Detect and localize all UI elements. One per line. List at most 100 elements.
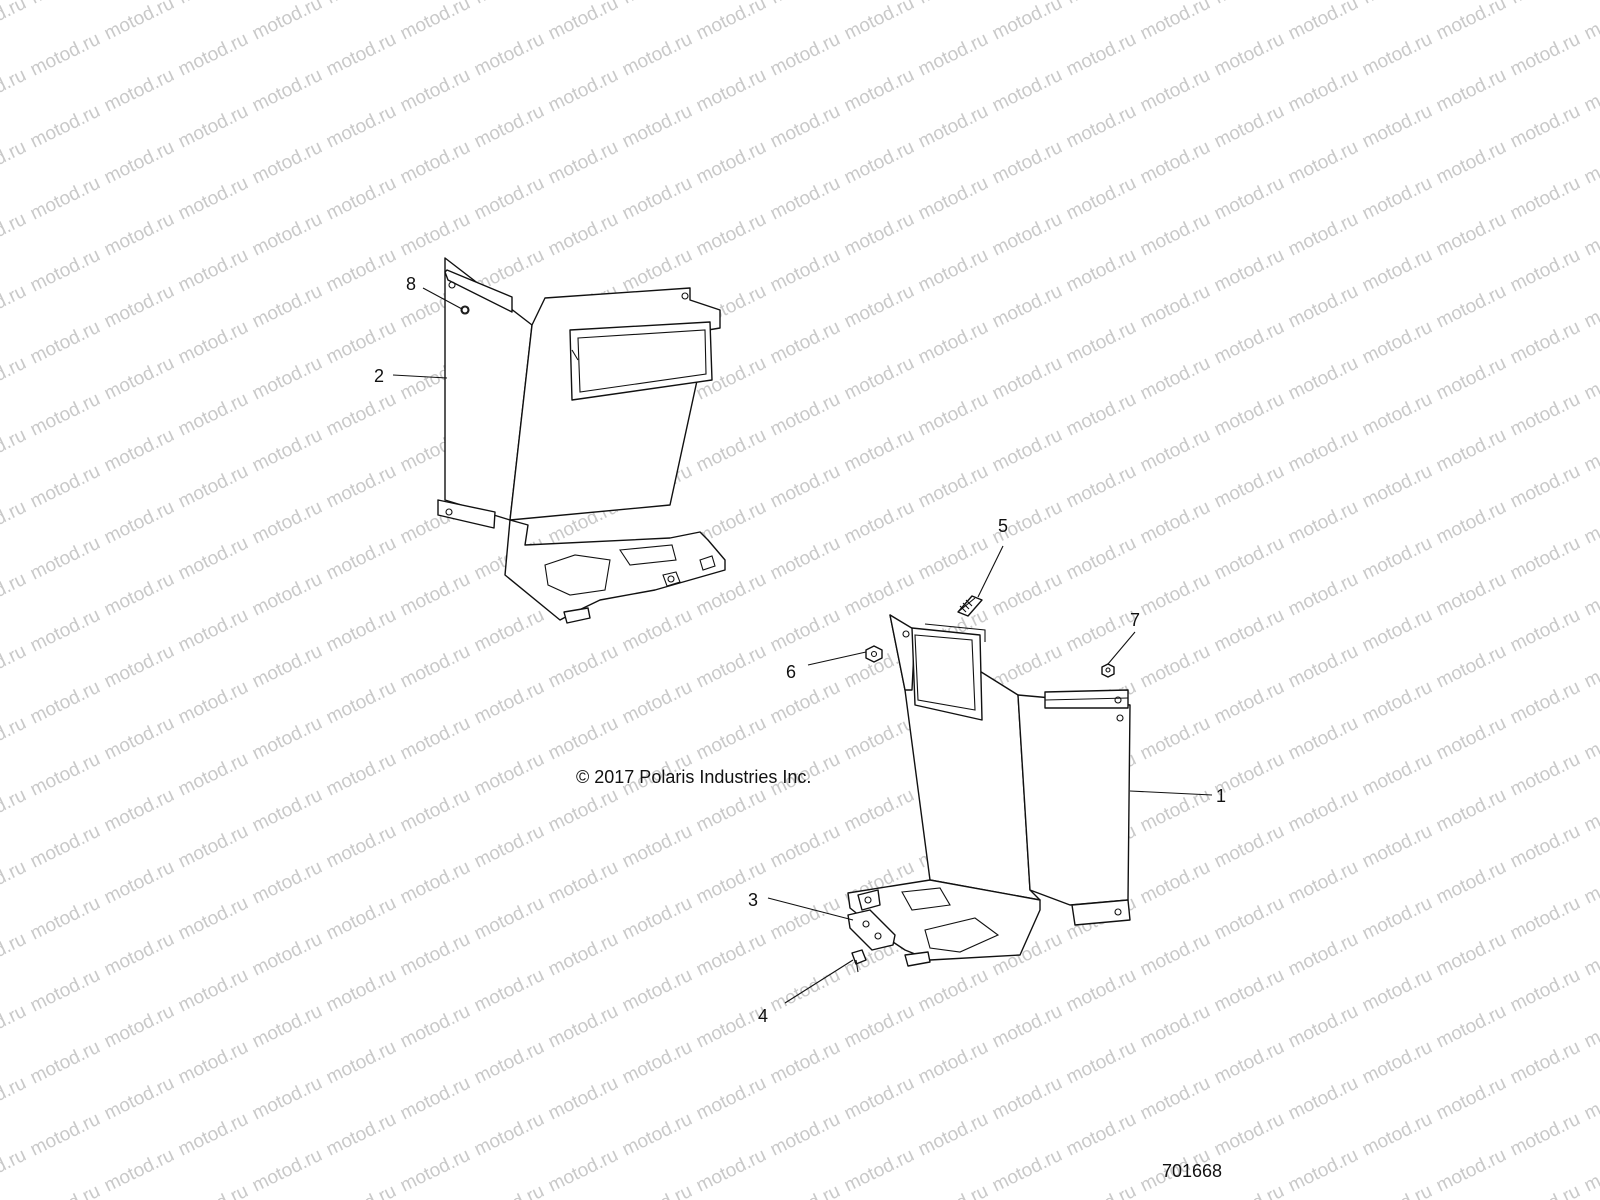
watermark-text: motod.ru xyxy=(693,137,770,189)
watermark-text: motod.ru xyxy=(0,425,30,477)
watermark-text: motod.ru xyxy=(175,173,252,225)
watermark-text: motod.ru xyxy=(1137,785,1214,837)
watermark-text: motod.ru xyxy=(693,857,770,909)
watermark-text: motod.ru xyxy=(0,785,30,837)
watermark-text: motod.ru xyxy=(841,353,918,405)
watermark-text: motod.ru xyxy=(0,713,30,765)
watermark-text: motod.ru xyxy=(397,569,474,621)
watermark-text: motod.ru xyxy=(101,1145,178,1197)
watermark-text: motod.ru xyxy=(471,1181,548,1200)
watermark-text: motod.ru xyxy=(619,1181,696,1200)
watermark-text: motod.ru xyxy=(0,1073,30,1125)
part-8-nut xyxy=(460,305,470,315)
watermark-text: motod.ru xyxy=(175,245,252,297)
watermark-text: motod.ru xyxy=(1359,0,1436,8)
watermark-text: motod.ru xyxy=(397,0,474,44)
watermark-text: motod.ru xyxy=(1211,173,1288,225)
watermark-text: motod.ru xyxy=(1581,1001,1600,1053)
watermark-text: motod.ru xyxy=(0,929,30,981)
watermark-text: motod.ru xyxy=(27,0,104,8)
watermark-text: motod.ru xyxy=(1063,1109,1140,1161)
watermark-text: motod.ru xyxy=(767,101,844,153)
watermark-text: motod.ru xyxy=(1359,389,1436,441)
watermark-text: motod.ru xyxy=(1211,0,1288,8)
watermark-text: motod.ru xyxy=(1507,965,1584,1017)
watermark-text: motod.ru xyxy=(1211,821,1288,873)
watermark-text: motod.ru xyxy=(397,713,474,765)
watermark-text: motod.ru xyxy=(1285,281,1362,333)
document-number: 701668 xyxy=(1162,1161,1222,1181)
watermark-text: motod.ru xyxy=(841,209,918,261)
watermark-text: motod.ru xyxy=(1285,785,1362,837)
watermark-text: motod.ru xyxy=(397,209,474,261)
watermark-text: motod.ru xyxy=(1285,209,1362,261)
watermark-text: motod.ru xyxy=(841,1145,918,1197)
watermark-text: motod.ru xyxy=(1359,893,1436,945)
watermark-text: motod.ru xyxy=(249,785,326,837)
watermark-text: motod.ru xyxy=(249,1073,326,1125)
watermark-text: motod.ru xyxy=(1359,461,1436,513)
watermark-text: motod.ru xyxy=(915,317,992,369)
watermark-text: motod.ru xyxy=(101,497,178,549)
watermark-text: motod.ru xyxy=(249,929,326,981)
watermark-text: motod.ru xyxy=(471,821,548,873)
watermark-text: motod.ru xyxy=(767,0,844,8)
watermark-text: motod.ru xyxy=(1507,677,1584,729)
watermark-text: motod.ru xyxy=(101,785,178,837)
watermark-text: motod.ru xyxy=(1137,209,1214,261)
watermark-text: motod.ru xyxy=(545,785,622,837)
watermark-text: motod.ru xyxy=(1137,0,1214,44)
watermark-text: motod.ru xyxy=(1507,245,1584,297)
part-6-nut xyxy=(865,645,883,663)
watermark-text: motod.ru xyxy=(1285,353,1362,405)
watermark-text: motod.ru xyxy=(545,929,622,981)
watermark-text: motod.ru xyxy=(0,137,30,189)
watermark-text: motod.ru xyxy=(471,893,548,945)
watermark-text: motod.ru xyxy=(27,173,104,225)
watermark-text: motod.ru xyxy=(27,893,104,945)
watermark-text: motod.ru xyxy=(249,569,326,621)
watermark-text: motod.ru xyxy=(1433,713,1510,765)
watermark-text: motod.ru xyxy=(249,0,326,44)
part-1-panel xyxy=(847,614,1131,967)
watermark-text: motod.ru xyxy=(27,1037,104,1089)
watermark-text: motod.ru xyxy=(323,965,400,1017)
callout-2: 2 xyxy=(374,366,384,386)
watermark-text: motod.ru xyxy=(471,605,548,657)
watermark-text: motod.ru xyxy=(1433,1073,1510,1125)
watermark-text: motod.ru xyxy=(1285,1001,1362,1053)
watermark-text: motod.ru xyxy=(323,173,400,225)
callout-3: 3 xyxy=(748,890,758,910)
watermark-text: motod.ru xyxy=(619,965,696,1017)
watermark-text: motod.ru xyxy=(1063,461,1140,513)
watermark-text: motod.ru xyxy=(249,1001,326,1053)
watermark-text: motod.ru xyxy=(989,353,1066,405)
watermark-text: motod.ru xyxy=(249,497,326,549)
watermark-text: motod.ru xyxy=(767,29,844,81)
watermark-text: motod.ru xyxy=(27,29,104,81)
watermark-text: motod.ru xyxy=(915,29,992,81)
watermark-text: motod.ru xyxy=(27,1181,104,1200)
watermark-text: motod.ru xyxy=(1581,0,1600,44)
part-2-panel xyxy=(437,257,726,624)
watermark-text: motod.ru xyxy=(101,281,178,333)
watermark-text: motod.ru xyxy=(0,0,30,44)
watermark-text: motod.ru xyxy=(915,389,992,441)
watermark-text: motod.ru xyxy=(249,641,326,693)
watermark-text: motod.ru xyxy=(545,209,622,261)
watermark-text: motod.ru xyxy=(175,29,252,81)
watermark-text: motod.ru xyxy=(1359,317,1436,369)
watermark-text: motod.ru xyxy=(1285,65,1362,117)
watermark-text: motod.ru xyxy=(175,893,252,945)
watermark-text: motod.ru xyxy=(841,497,918,549)
watermark-text: motod.ru xyxy=(693,209,770,261)
watermark-text: motod.ru xyxy=(1211,1037,1288,1089)
watermark-text: motod.ru xyxy=(101,425,178,477)
part-5-bolt xyxy=(957,595,983,617)
watermark-text: motod.ru xyxy=(1433,281,1510,333)
watermark-text: motod.ru xyxy=(1063,1037,1140,1089)
watermark-text: motod.ru xyxy=(1359,533,1436,585)
watermark-text: motod.ru xyxy=(1507,1181,1584,1200)
watermark-text: motod.ru xyxy=(619,1109,696,1161)
